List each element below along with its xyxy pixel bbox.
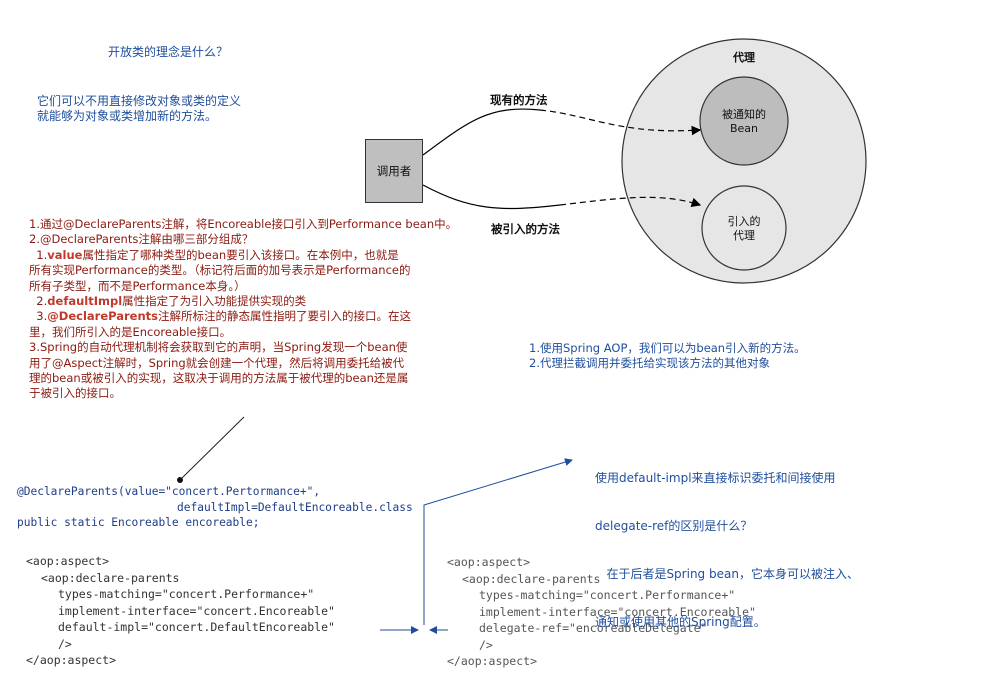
- delegate-question: 使用default-impl来直接标识委托和间接使用 delegate-ref的…: [595, 438, 859, 646]
- notes-keyword: @DeclareParents: [47, 309, 159, 324]
- question-pointer-line: [423, 458, 573, 625]
- xml-line: implement-interface="concert.Encoreable": [479, 604, 756, 619]
- notes-line: 2.@DeclareParents注解由哪三部分组成？: [29, 232, 254, 247]
- xml-default-impl: <aop:aspect> <aop:declare-parents types-…: [26, 553, 386, 673]
- notes-line: 所有实现Performance的类型。（标记符后面的加号表示是Performan…: [29, 263, 411, 278]
- notes-keyword: defaultImpl: [47, 294, 123, 308]
- delegate-question-line: 通知或使用其他的Spring配置。: [595, 615, 766, 629]
- advised-bean-circle: [699, 76, 789, 166]
- notes-line: 里，我们所引入的是Encoreable接口。: [29, 324, 232, 339]
- xml-line: delegate-ref="encoreableDelegate": [479, 621, 708, 635]
- notes-line: 1.value属性指定了哪种类型的bean要引入该接口。在本例中，也就是: [29, 247, 399, 263]
- notes-line: 理的bean或被引入的实现，这取决于调用的方法属于被代理的bean还是属: [29, 371, 409, 385]
- introduction-proxy-label-line: 代理: [733, 229, 755, 242]
- notes-line: 3.@DeclareParents注解所标注的静态属性指明了要引入的接口。在这: [29, 309, 411, 324]
- existing-method-arrow-solid: [422, 108, 541, 156]
- notes-line: 2.defaultImpl属性指定了为引入功能提供实现的类: [29, 294, 306, 309]
- notes-line: 3.Spring的自动代理机制将会获取到它的声明，当Spring发现一个bean…: [29, 340, 408, 355]
- open-class-question: 开放类的理念是什么？: [108, 45, 229, 59]
- delegate-question-line: 使用default-impl来直接标识委托和间接使用: [595, 471, 836, 485]
- code-line: defaultImpl=DefaultEncoreable.class: [177, 500, 413, 514]
- xml-line: types-matching="concert.Performance+": [479, 588, 736, 602]
- code-line: @DeclareParents(value="concert.Pertorman…: [17, 485, 321, 498]
- advised-bean-label-line: Bean: [729, 122, 759, 135]
- aop-notes: 1.使用Spring AOP，我们可以为bean引入新的方法。 2.代理拦截调用…: [529, 341, 806, 371]
- caller-box: 调用者: [365, 139, 423, 203]
- notes-line: 所有子类型，而不是Performance本身。）: [29, 278, 246, 293]
- open-class-answer-line: 就能够为对象或类增加新的方法。: [37, 109, 218, 123]
- xml-delegate-ref: <aop:aspect> <aop:declare-parents types-…: [447, 554, 807, 674]
- notes-text: 属性指定了为引入功能提供实现的类: [122, 294, 307, 308]
- notes-keyword: value: [47, 247, 83, 262]
- open-class-answer-line: 它们可以不用直接修改对象或类的定义: [37, 94, 242, 108]
- xml-line: />: [479, 637, 493, 652]
- advised-bean-label-line: 被通知的: [722, 108, 766, 121]
- notes-line: 1.通过@DeclareParents注解，将Encoreable接口引入到Pe…: [29, 217, 458, 231]
- introduced-method-label: 被引入的方法: [491, 222, 560, 236]
- delegate-question-line: delegate-ref的区别是什么？: [595, 519, 753, 533]
- introduction-proxy-label: 引入的 代理: [704, 215, 784, 243]
- xml-line: </aop:aspect>: [447, 654, 538, 668]
- notes-prefix: 2.: [29, 294, 48, 308]
- existing-method-arrow-dashed: [539, 109, 702, 136]
- aop-notes-line: 1.使用Spring AOP，我们可以为bean引入新的方法。: [529, 341, 806, 355]
- xml-line: <aop:declare-parents: [41, 570, 180, 585]
- notes-prefix: 1.: [29, 247, 48, 262]
- delegate-question-line: 在于后者是Spring bean，它本身可以被注入、: [595, 567, 859, 581]
- notes-line: 于被引入的接口。: [29, 386, 121, 401]
- aop-notes-line: 2.代理拦截调用并委托给实现该方法的其他对象: [529, 356, 770, 370]
- notes-text: 注解所标注的静态属性指明了要引入的接口。在这: [158, 309, 412, 324]
- xml-line: default-impl="concert.DefaultEncoreable": [58, 620, 335, 634]
- code-line: public static Encoreable encoreable;: [17, 516, 260, 529]
- advised-bean-label: 被通知的 Bean: [704, 108, 784, 136]
- declare-parents-code: @DeclareParents(value="concert.Pertorman…: [17, 484, 437, 534]
- xml-line: </aop:aspect>: [26, 653, 117, 667]
- introduction-proxy-circle: [701, 185, 787, 271]
- xml-line: <aop:declare-parents: [462, 571, 601, 586]
- xml-line: implement-interface="concert.Encoreable": [58, 603, 335, 618]
- xml-line: <aop:aspect>: [26, 554, 110, 568]
- xml-line: types-matching="concert.Performance+": [58, 587, 315, 601]
- proxy-label: 代理: [733, 51, 755, 64]
- notes-pointer-line: [181, 416, 245, 479]
- open-class-answer: 它们可以不用直接修改对象或类的定义 就能够为对象或类增加新的方法。: [37, 94, 241, 124]
- notes-pointer-dot: [177, 477, 183, 483]
- notes-prefix: 3.: [29, 309, 48, 324]
- declare-parents-notes: 1.通过@DeclareParents注解，将Encoreable接口引入到Pe…: [29, 217, 469, 407]
- notes-line: 用了@Aspect注解时，Spring就会创建一个代理，然后将调用委托给被代: [29, 355, 405, 370]
- notes-text: 属性指定了哪种类型的bean要引入该接口。在本例中，也就是: [82, 247, 399, 262]
- xml-line: />: [58, 636, 72, 651]
- introduction-proxy-label-line: 引入的: [727, 215, 761, 228]
- xml-line: <aop:aspect>: [447, 555, 531, 569]
- existing-method-label: 现有的方法: [490, 93, 548, 107]
- introduced-method-arrow-solid: [422, 184, 561, 210]
